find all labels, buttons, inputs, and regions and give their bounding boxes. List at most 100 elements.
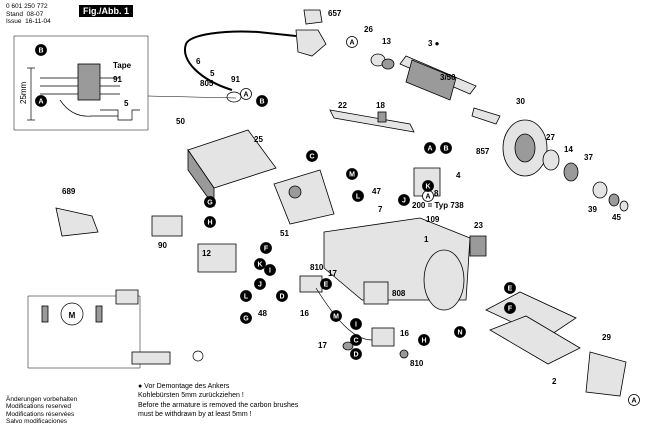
part-label-27: 27	[546, 133, 555, 142]
connection-bubble-label: A	[427, 146, 432, 153]
brush-plate-51	[273, 169, 335, 225]
part-label-39: 39	[588, 205, 597, 214]
note-de-2: Kohlebürsten 5mm zurückziehen !	[138, 391, 244, 399]
connection-bubble-label: K	[257, 262, 262, 269]
connection-bubble-c: C	[306, 150, 318, 162]
connection-bubble-b: B	[35, 44, 47, 56]
part-label-45: 45	[612, 213, 621, 222]
guard-29	[585, 351, 627, 397]
connection-bubble-k: K	[422, 180, 434, 192]
connection-bubble-label: H	[421, 338, 426, 345]
connection-bubble-a: A	[422, 190, 434, 202]
notice-line: Änderungen vorbehalten	[6, 396, 78, 403]
armature-core-3	[405, 59, 457, 101]
part-label-48: 48	[258, 309, 267, 318]
part-label-857: 857	[476, 147, 490, 156]
connection-bubble-label: N	[457, 330, 462, 337]
connection-bubble-label: A	[631, 398, 636, 405]
connection-bubble-label: B	[259, 99, 264, 106]
armature-end	[471, 107, 501, 125]
part-label-689: 689	[62, 187, 76, 196]
connection-bubble-m: M	[330, 310, 342, 322]
part-label-17a: 17	[328, 269, 337, 278]
motor-symbol	[60, 302, 84, 326]
note-de-1: ● Vor Demontage des Ankers	[138, 383, 230, 390]
connection-bubble-label: A	[349, 40, 354, 47]
part-label-810b: 810	[410, 359, 424, 368]
bearing-14	[563, 162, 579, 182]
connection-bubble-g: G	[204, 196, 216, 208]
inset-frame	[13, 35, 149, 131]
part-label-200: 200 = Typ 738	[412, 201, 464, 210]
connection-bubble-label: K	[425, 184, 430, 191]
brush-holder-16b	[371, 327, 395, 347]
part-label-3_50: 3/50	[440, 73, 456, 82]
brush-holder-group	[299, 275, 409, 359]
housing-bore	[423, 249, 465, 311]
spring-39	[608, 193, 620, 207]
connection-bubble-a: A	[346, 36, 358, 48]
inset-cable-end	[100, 109, 140, 121]
part-label-91b: 91	[231, 75, 240, 84]
part-label-25: 25	[254, 135, 263, 144]
connection-bubble-label: E	[508, 286, 513, 293]
nut-45	[619, 200, 629, 212]
connection-bubble-l: L	[240, 290, 252, 302]
issue-line: Issue 16-11-04	[6, 18, 51, 25]
document-header: 0 601 250 772 Stand 08-07 Issue 16-11-04	[6, 3, 51, 26]
part-label-14: 14	[564, 145, 573, 154]
figure-label: Fig./Abb. 1	[79, 5, 133, 17]
part-label-4: 4	[456, 171, 461, 180]
part-label-22: 22	[338, 101, 347, 110]
cable-clamp-91	[226, 91, 242, 103]
connection-bubble-f: F	[504, 302, 516, 314]
connection-bubble-label: A	[243, 92, 248, 99]
connection-bubble-label: J	[402, 198, 406, 205]
power-cable-group	[183, 9, 327, 103]
connection-bubble-i: I	[264, 264, 276, 276]
inset-dimension-label: 25mm	[19, 81, 28, 104]
part-label-5: 5	[210, 69, 215, 78]
connection-bubble-label: M	[349, 172, 355, 179]
connection-bubble-j: J	[398, 194, 410, 206]
connection-bubble-d: D	[350, 348, 362, 360]
connection-bubble-label: M	[333, 314, 339, 321]
part-label-1: 1	[424, 235, 429, 244]
connection-bubble-a: A	[240, 88, 252, 100]
connection-bubble-label: C	[353, 338, 358, 345]
connection-bubble-label: D	[353, 352, 358, 359]
connection-bubble-a: A	[628, 394, 640, 406]
housing-group	[55, 109, 487, 311]
armature-group	[370, 53, 629, 212]
inset-labels: Tape 91 5 25mm	[19, 61, 132, 108]
notice-block: Änderungen vorbehalten Modifications res…	[6, 396, 77, 426]
part-label-7: 7	[378, 205, 383, 214]
connection-bubble-h: H	[418, 334, 430, 346]
connection-bubble-label: A	[425, 194, 430, 201]
notice-line: Modifications réservées	[6, 410, 75, 418]
connection-bubble-a: A	[424, 142, 436, 154]
part-label-657: 657	[328, 9, 342, 18]
pinion-37	[592, 181, 608, 199]
document-number: 0 601 250 772	[6, 3, 48, 10]
connection-bubble-f: F	[260, 242, 272, 254]
connection-bubble-j: J	[254, 278, 266, 290]
switch-rod-22	[329, 109, 415, 133]
inset-tape-label: Tape	[113, 61, 132, 70]
connection-bubble-label: G	[243, 316, 249, 323]
part-label-16a: 16	[300, 309, 309, 318]
armature-note: ● Vor Demontage des Ankers Kohlebürsten …	[138, 383, 298, 419]
part-23	[469, 235, 487, 257]
connection-bubble-label: F	[264, 246, 269, 253]
mains-plug	[295, 29, 327, 57]
connection-bubble-e: E	[504, 282, 516, 294]
part-label-13: 13	[382, 37, 391, 46]
field-coil-lower-2	[489, 315, 581, 365]
connection-bubble-label: I	[269, 268, 271, 275]
bearing-13	[381, 58, 395, 70]
part-label-47: 47	[372, 187, 381, 196]
connection-bubble-b: B	[256, 95, 268, 107]
power-cable	[183, 30, 297, 91]
